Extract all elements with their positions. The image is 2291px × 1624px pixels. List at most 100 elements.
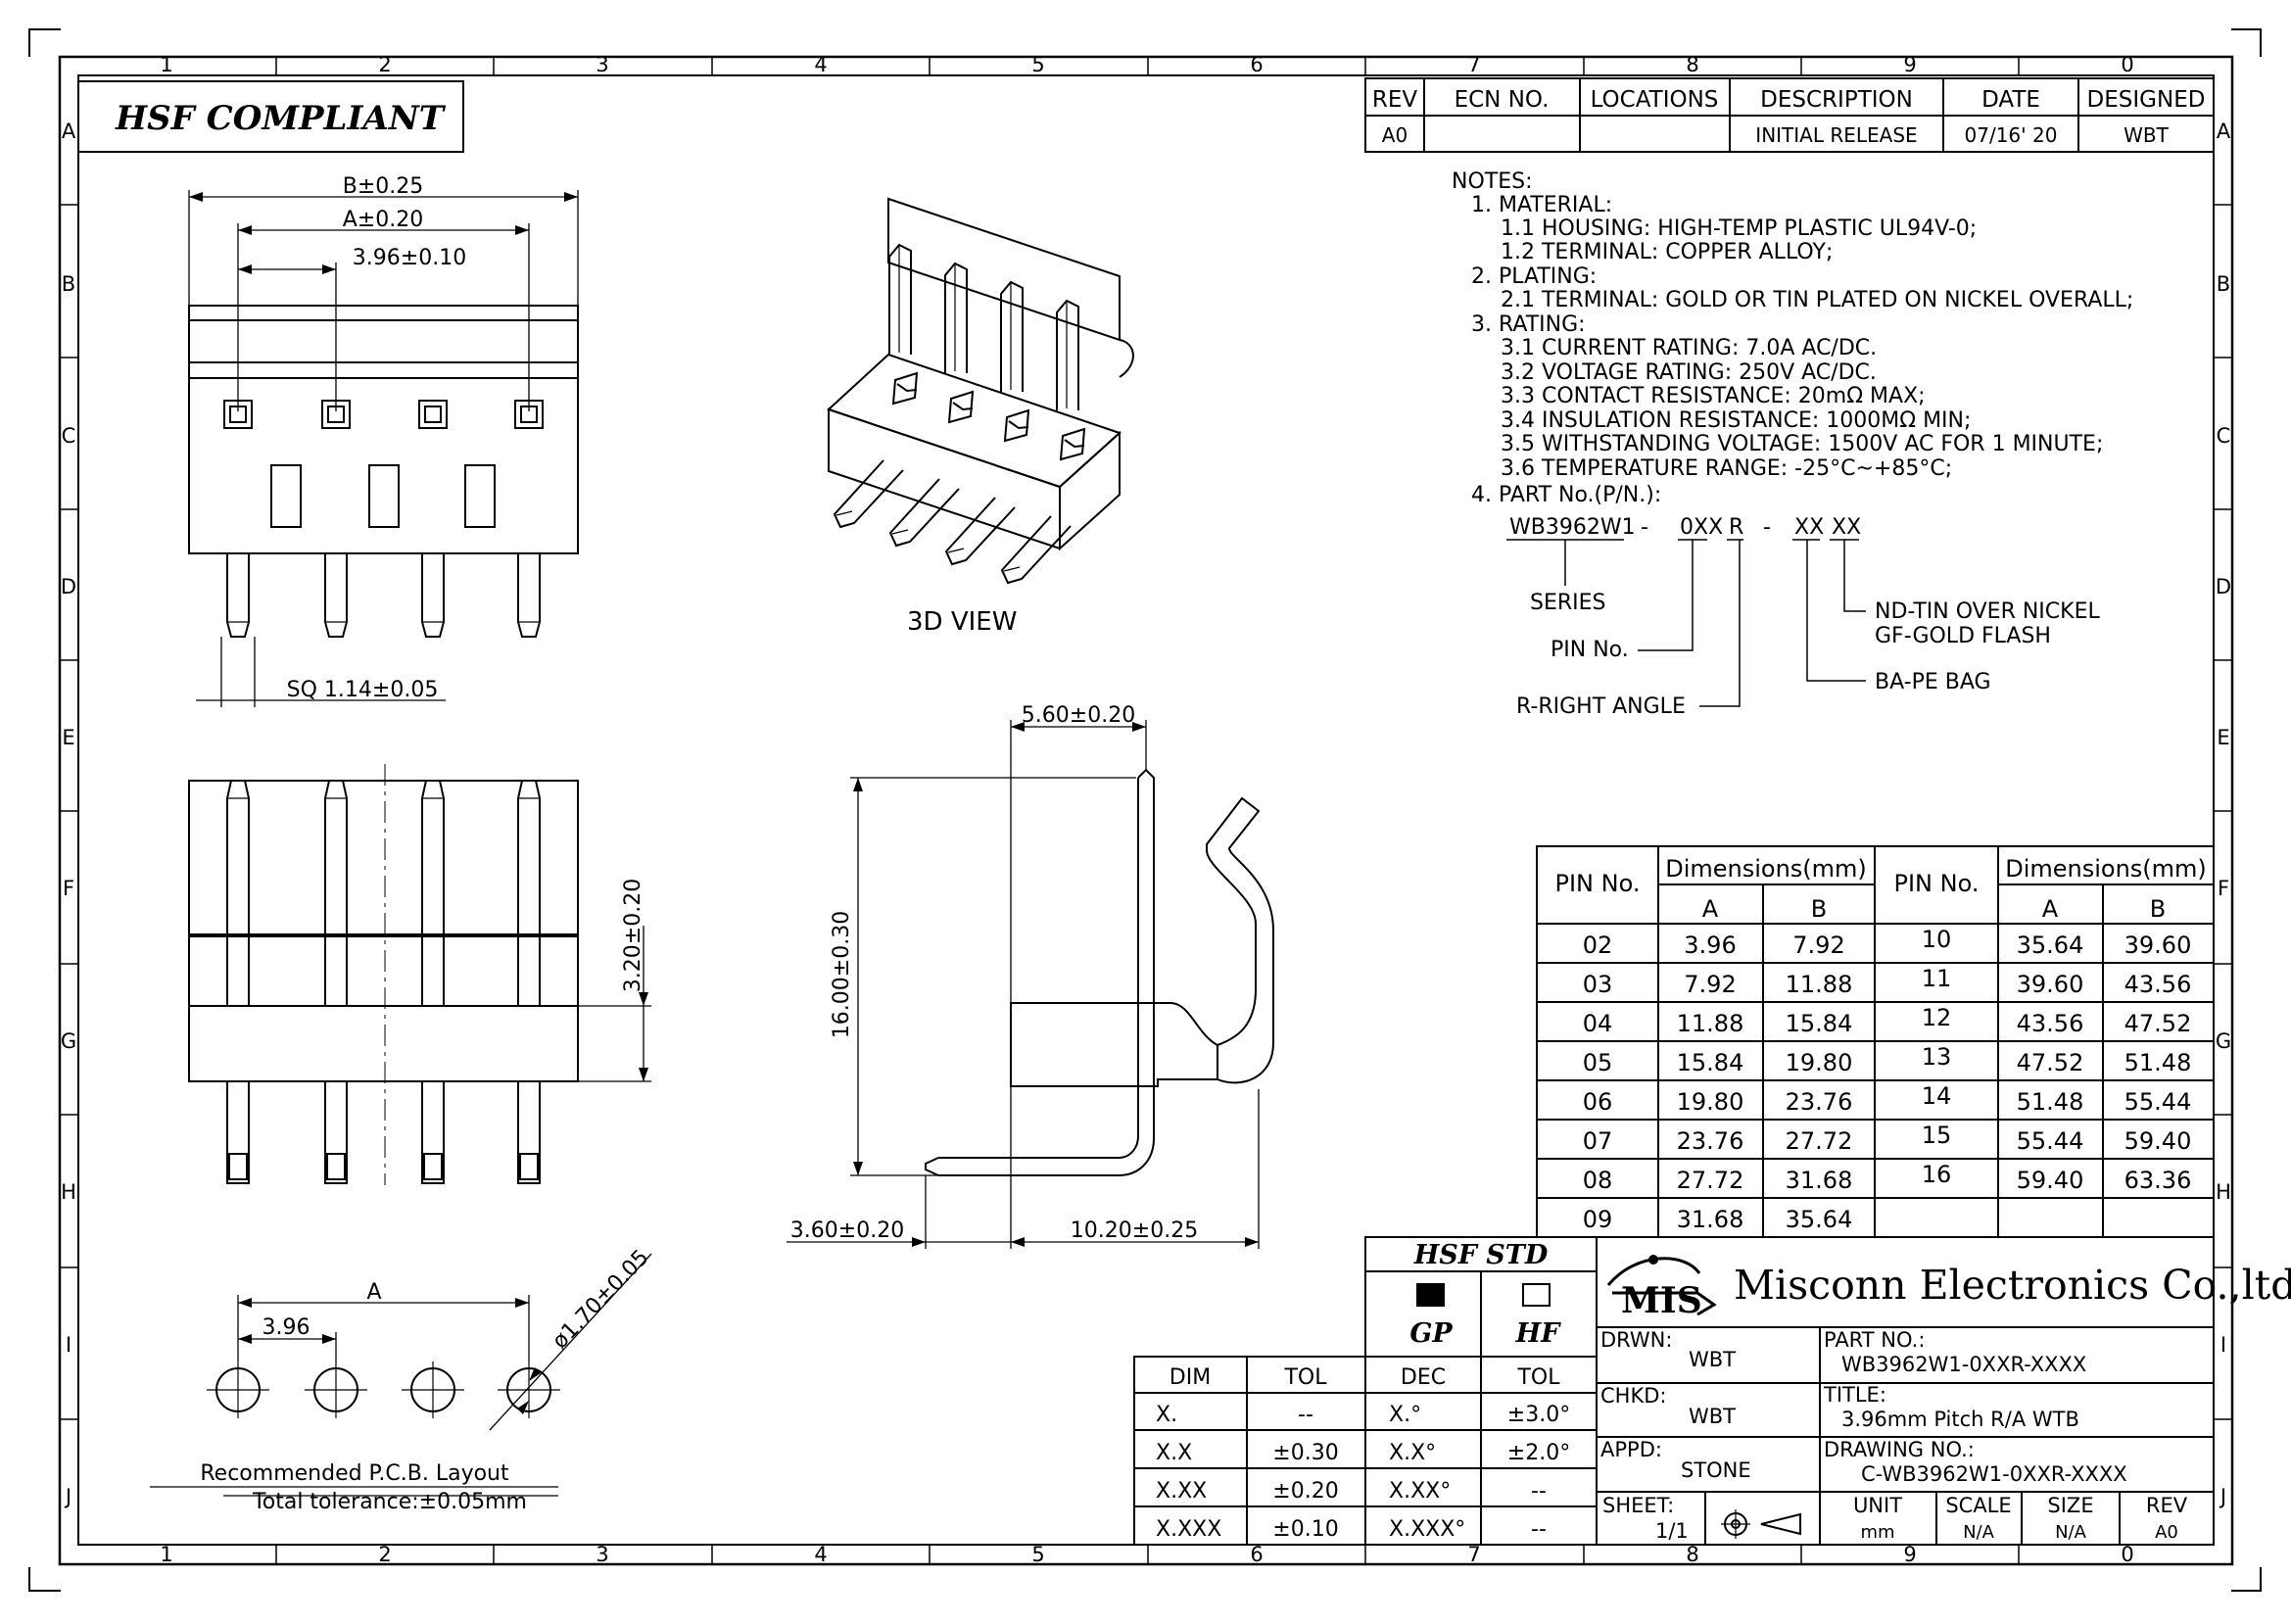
dim-table-b-cell: 51.48 xyxy=(2124,1049,2192,1076)
iso-pin-up xyxy=(944,262,968,373)
dim-table-pin-header: PIN No. xyxy=(1555,870,1641,897)
part-code-plating: XX xyxy=(1832,515,1861,540)
dim-320-label: 3.20±0.20 xyxy=(621,879,645,992)
hsf-compliant-box xyxy=(77,80,464,153)
top-view xyxy=(188,190,579,707)
hsf-std-title: HSF STD xyxy=(1413,1240,1549,1270)
part-code-dash: - xyxy=(1763,515,1771,540)
title-label: TITLE: xyxy=(1823,1383,1886,1407)
iso-slot xyxy=(1003,408,1030,443)
dim-sq-label: SQ 1.14±0.05 xyxy=(287,678,439,702)
iso-slot xyxy=(952,402,974,411)
scale-label: SCALE xyxy=(1945,1494,2011,1517)
unit-value: mm xyxy=(1860,1522,1894,1543)
tolerance-angle-cell: ±2.0° xyxy=(1507,1441,1570,1465)
pcb-pitch-label: 3.96 xyxy=(263,1315,310,1340)
column-label: 1 xyxy=(160,1543,172,1566)
tolerance-value-cell: ±0.20 xyxy=(1272,1479,1338,1504)
dim-table-a-cell: 27.72 xyxy=(1677,1167,1744,1194)
dim-table-pin-header-2: PIN No. xyxy=(1894,870,1980,897)
dim-table-a-cell: 3.96 xyxy=(1684,931,1736,959)
polarization-slot xyxy=(368,464,400,528)
note-line: 1.1 HOUSING: HIGH-TEMP PLASTIC UL94V-0; xyxy=(1501,216,1977,241)
iso-pin-down xyxy=(1000,515,1072,585)
notes-block: NOTES: 1. MATERIAL: 1.1 HOUSING: HIGH-TE… xyxy=(1452,169,2133,507)
dim-pitch-label: 3.96±0.10 xyxy=(353,246,466,270)
pin-bottom xyxy=(324,1081,348,1184)
column-label: 8 xyxy=(1686,53,1698,76)
pin-no-label: PIN No. xyxy=(1551,638,1629,662)
gp-checkbox-filled xyxy=(1416,1283,1445,1307)
dim-table-pin-cell: 06 xyxy=(1583,1088,1613,1116)
column-label: 2 xyxy=(378,53,391,76)
iso-slot xyxy=(947,390,975,424)
note-line: 1. MATERIAL: xyxy=(1471,193,1612,217)
iso-pin-up xyxy=(1056,299,1079,410)
rev-row-date: 07/16' 20 xyxy=(1965,123,2058,147)
tolerance-dim-cell: X.XX xyxy=(1156,1479,1207,1504)
pin-top xyxy=(517,780,541,1006)
column-label: 4 xyxy=(814,1543,827,1566)
dim-table-a-cell: 31.68 xyxy=(1677,1206,1744,1233)
part-code-dash: - xyxy=(1641,515,1648,540)
rev-header-rev: REV xyxy=(1372,87,1418,113)
iso-slot xyxy=(896,383,918,393)
dim-table-b-cell: 31.68 xyxy=(1786,1167,1853,1194)
dim-table-b-cell: 11.88 xyxy=(1786,971,1853,998)
iso-pin-down xyxy=(888,478,960,548)
note-line: 2.1 TERMINAL: GOLD OR TIN PLATED ON NICK… xyxy=(1501,288,2133,312)
part-code: WB3962W1 - 0XX R - XX XX SERIES PIN No. … xyxy=(1509,515,2100,719)
part-code-packing: XX xyxy=(1794,515,1824,540)
dim-table-b-cell: 35.64 xyxy=(1786,1206,1853,1233)
iso-slot xyxy=(1064,439,1085,449)
row-label: D xyxy=(2216,575,2231,598)
polarization-slot xyxy=(464,464,496,528)
row-label: E xyxy=(2217,726,2229,749)
pin-square xyxy=(424,406,442,423)
iso-slot xyxy=(891,371,919,406)
column-label: 2 xyxy=(378,1543,391,1566)
dim-table-pin-cell: 08 xyxy=(1583,1167,1613,1194)
dim-360-label: 3.60±0.20 xyxy=(790,1218,904,1243)
rev-header-designed: DESIGNED xyxy=(2087,87,2206,113)
row-label: I xyxy=(2220,1333,2226,1357)
tolerance-dec-cell: X.X° xyxy=(1389,1441,1436,1465)
column-label: 1 xyxy=(160,53,172,76)
tolerance-dec-cell: X.XX° xyxy=(1389,1479,1451,1504)
dim-table-a-header: A xyxy=(1702,895,1719,923)
pin-leg xyxy=(517,553,541,638)
dim-560-label: 5.60±0.20 xyxy=(1022,703,1135,728)
iso-3d-view xyxy=(827,197,1134,585)
drwn-value: WBT xyxy=(1689,1348,1736,1371)
dim-table-b-cell: 27.72 xyxy=(1786,1127,1853,1155)
row-label: A xyxy=(62,119,76,143)
column-label: 3 xyxy=(596,53,608,76)
dim-table-a-cell: 15.84 xyxy=(1677,1049,1744,1076)
pin-leg xyxy=(324,553,348,638)
polarization-slot xyxy=(270,464,302,528)
note-line: 3.4 INSULATION RESISTANCE: 1000MΩ MIN; xyxy=(1501,408,1971,433)
rev-row-designed: WBT xyxy=(2124,123,2169,147)
iso-pin-edge xyxy=(891,529,909,535)
tolerance-header: DIM xyxy=(1169,1365,1211,1390)
dim-table-b-cell: 55.44 xyxy=(2124,1088,2192,1116)
drwn-label: DRWN: xyxy=(1600,1328,1672,1352)
column-label: 7 xyxy=(1467,1543,1480,1566)
iso-pin-down xyxy=(944,497,1016,566)
dim-table-b-cell: 63.36 xyxy=(2124,1167,2192,1194)
note-line: 3.6 TEMPERATURE RANGE: -25°C~+85°C; xyxy=(1501,456,1952,481)
sheet-value: 1/1 xyxy=(1655,1519,1689,1543)
hsf-hf-label: HF xyxy=(1515,1318,1562,1349)
pin-tip xyxy=(228,1153,248,1180)
rev-label: REV xyxy=(2146,1494,2188,1517)
dim-table-pin-cell: 03 xyxy=(1583,971,1613,998)
pcb-layout-title: Recommended P.C.B. Layout xyxy=(200,1461,509,1486)
dim-table-b-header: B xyxy=(1811,895,1827,923)
pcb-a-label: A xyxy=(366,1280,381,1305)
tolerance-header: TOL xyxy=(1283,1365,1327,1390)
dim-table-pin-cell: 13 xyxy=(1922,1043,1952,1071)
row-label: E xyxy=(62,726,74,749)
note-line: 4. PART No.(P/N.): xyxy=(1471,483,1661,507)
drawing-no-label: DRAWING NO.: xyxy=(1824,1438,1975,1461)
